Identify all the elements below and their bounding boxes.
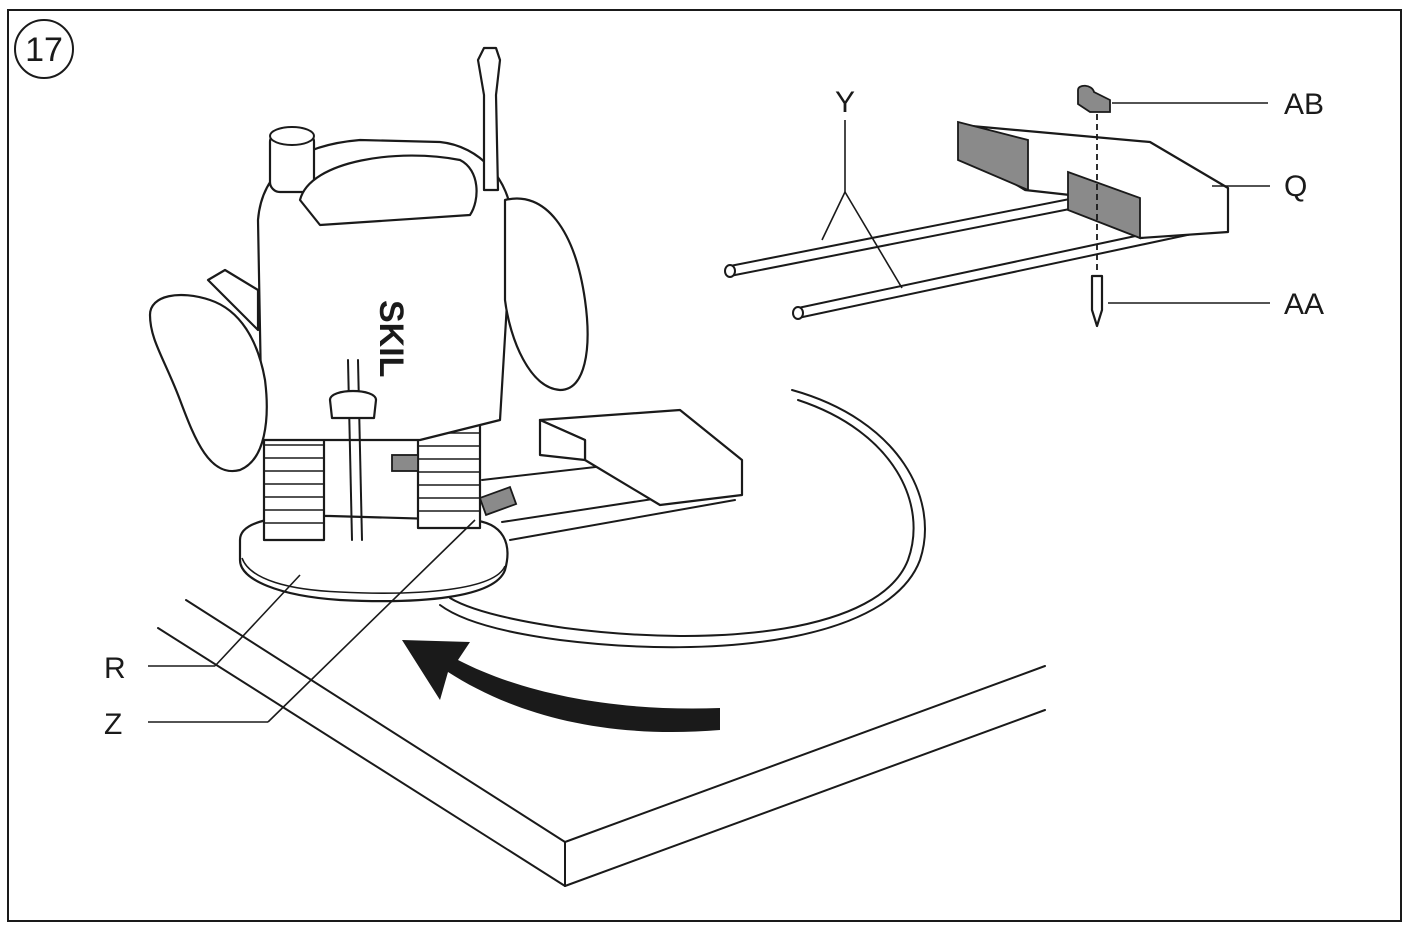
label-y: Y bbox=[835, 86, 855, 119]
label-r: R bbox=[104, 652, 126, 685]
spring-coils-left bbox=[264, 444, 324, 524]
guide-assembly bbox=[724, 84, 1230, 328]
figure-border bbox=[7, 9, 1402, 922]
label-q: Q bbox=[1284, 170, 1307, 203]
figure-number-badge: 17 bbox=[14, 19, 74, 79]
label-aa: AA bbox=[1284, 288, 1324, 321]
label-z: Z bbox=[104, 708, 122, 741]
router-tool: SKIL bbox=[148, 46, 589, 603]
direction-arrow bbox=[402, 640, 720, 733]
circular-cut-path bbox=[439, 389, 926, 649]
brand-logo: SKIL bbox=[372, 300, 410, 377]
guide-mounted bbox=[481, 408, 744, 541]
figure-number: 17 bbox=[25, 31, 63, 69]
workpiece-board bbox=[157, 599, 1046, 887]
label-ab: AB bbox=[1284, 88, 1324, 121]
leader-lines bbox=[148, 102, 1270, 723]
